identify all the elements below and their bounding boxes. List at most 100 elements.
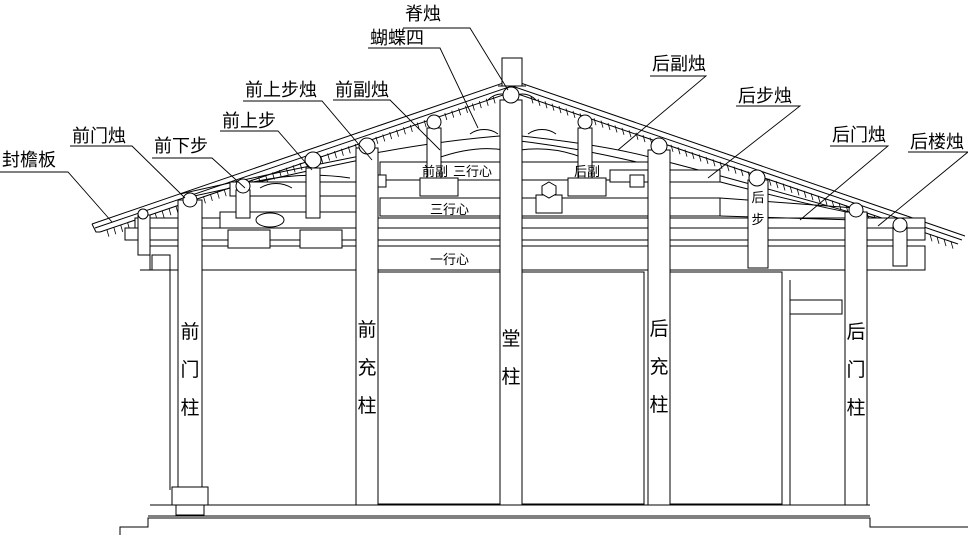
- roof-tile-tick: [789, 185, 793, 194]
- label-ji-zhu: 脊烛: [405, 4, 441, 25]
- label-hou-men-zhu: 后门烛: [832, 125, 886, 146]
- roof-tile-tick: [838, 202, 842, 210]
- beam-label-yi-xing-xin: 一行心: [430, 253, 469, 268]
- roof-tile-tick: [161, 210, 165, 218]
- roof-tile-tick: [409, 124, 413, 133]
- column-base-drum: [171, 486, 209, 506]
- label-feng-yan-ban: 封檐板: [2, 150, 56, 171]
- roof-tile-tick: [726, 164, 730, 172]
- roof-tile-tick: [558, 105, 562, 114]
- roof-tile-tick: [628, 130, 632, 138]
- roof-tile-tick: [403, 127, 406, 135]
- label-hou-fu-zhu: 后副烛: [652, 54, 706, 75]
- roof-tile-tick: [168, 208, 172, 216]
- roof-tile-tick: [485, 98, 489, 106]
- roof-tile-tick: [936, 236, 940, 244]
- roof-tile-tick: [635, 132, 639, 140]
- roof-tile-tick: [334, 150, 337, 159]
- roof-tile-tick: [444, 112, 448, 121]
- roof-tile-tick: [943, 239, 947, 247]
- roof-tile-tick: [209, 193, 213, 202]
- roof-tile-tick: [740, 168, 744, 177]
- column-label-qian-men-zhu: 前门柱: [180, 321, 199, 419]
- roof-tile-tick: [600, 120, 604, 128]
- roof-tile-tick: [929, 234, 933, 242]
- roof-tile-tick: [593, 118, 597, 126]
- roof-tile-tick: [614, 125, 618, 133]
- roof-tile-tick: [292, 165, 296, 173]
- roof-tile-tick: [396, 129, 399, 137]
- roof-tile-tick: [684, 149, 688, 157]
- roof-tile-tick: [389, 131, 393, 140]
- roof-tile-tick: [265, 174, 268, 183]
- post-label-hou-bu: 后步: [751, 191, 764, 228]
- column-label-tang-zhu: 堂柱: [501, 328, 520, 388]
- beams: [124, 161, 926, 505]
- roof-tile-tick: [340, 148, 344, 156]
- columns: [137, 99, 908, 516]
- roof-tile-tick: [817, 195, 821, 203]
- ground-platform: [119, 515, 968, 535]
- label-hu-die-si: 蝴蝶四: [370, 28, 424, 49]
- label-qian-men-zhu: 前门烛: [72, 126, 126, 147]
- label-qian-shang-bu: 前上步: [222, 111, 276, 132]
- roof-tile-tick: [670, 144, 674, 152]
- column-label-hou-chong-zhu: 后充柱: [649, 318, 668, 416]
- roof-tile-tick: [607, 122, 611, 131]
- column-label-qian-chong-zhu: 前充柱: [357, 319, 376, 417]
- roof-tile-tick: [120, 224, 124, 232]
- roof-tile-tick: [642, 135, 646, 143]
- roof-tile-tick: [492, 96, 496, 104]
- label-qian-shang-bu-zhu: 前上步烛: [245, 80, 317, 101]
- roof-tile-tick: [465, 105, 468, 114]
- roof-tile-tick: [768, 178, 772, 186]
- label-hou-bu-zhu: 后步烛: [738, 86, 792, 107]
- roof-tile-tick: [775, 180, 779, 189]
- roof-tile-tick: [691, 151, 695, 160]
- roof-tile-tick: [299, 162, 303, 171]
- column-qian-men-zhu: [177, 199, 203, 491]
- column-label-hou-men-zhu: 后门柱: [846, 321, 865, 419]
- roof-tile-tick: [810, 193, 814, 201]
- roof-tile-tick: [472, 103, 475, 111]
- column-tang-zhu: [499, 99, 523, 506]
- roof-tile-tick: [216, 191, 220, 199]
- roof-tile-tick: [382, 134, 386, 142]
- beam-label-qian-fu: 前副: [422, 164, 448, 180]
- roof-tile-tick: [544, 101, 548, 109]
- label-qian-fu-zhu: 前副烛: [335, 80, 389, 101]
- roof-tile-tick: [278, 170, 282, 178]
- label-hou-lou-zhu: 后楼烛: [910, 132, 964, 153]
- roof-tile-tick: [530, 96, 534, 104]
- roof-tile-tick: [327, 153, 330, 161]
- carved-brackets: [227, 93, 645, 249]
- beam-label-hou-fu: 后副: [574, 165, 600, 180]
- callout-labels: 脊烛 蝴蝶四 后副烛 后步烛 前上步烛 前副烛 前上步 前门烛 前下步 封檐板 …: [2, 4, 964, 171]
- beam-label-san-xing-xin-top: 三行心: [453, 165, 492, 180]
- roof-tile-tick: [782, 183, 786, 191]
- roof-tile-tick: [537, 98, 541, 106]
- roof-tile-tick: [733, 166, 737, 174]
- roof-tile-tick: [621, 127, 625, 135]
- beam-labels: 三行心 三行心 一行心 前副 后副: [422, 164, 600, 268]
- beam-label-san-xing-xin-mid: 三行心: [430, 203, 469, 218]
- roof-tile-tick: [423, 120, 427, 128]
- roof-tile-tick: [796, 188, 800, 196]
- roof-tile-tick: [113, 227, 117, 235]
- roof-tile-tick: [705, 156, 709, 165]
- roof-tile-tick: [203, 196, 206, 204]
- roof-tile-tick: [698, 154, 702, 162]
- roof-tile-tick: [458, 108, 462, 116]
- label-qian-xia-bu: 前下步: [154, 136, 208, 157]
- roof-tile-tick: [223, 189, 227, 197]
- roof-tile-tick: [677, 147, 681, 155]
- roof-tile-tick: [565, 108, 569, 116]
- roof-tile-tick: [712, 159, 716, 167]
- roof-tile-tick: [572, 110, 576, 119]
- roof-tile-tick: [950, 241, 954, 249]
- leader-lines: [0, 27, 968, 227]
- column-labels: 前门柱 前充柱 堂柱 后充柱 后门柱 后步: [180, 191, 865, 419]
- roof-tile-tick: [451, 110, 455, 118]
- roof-tile-tick: [320, 155, 324, 163]
